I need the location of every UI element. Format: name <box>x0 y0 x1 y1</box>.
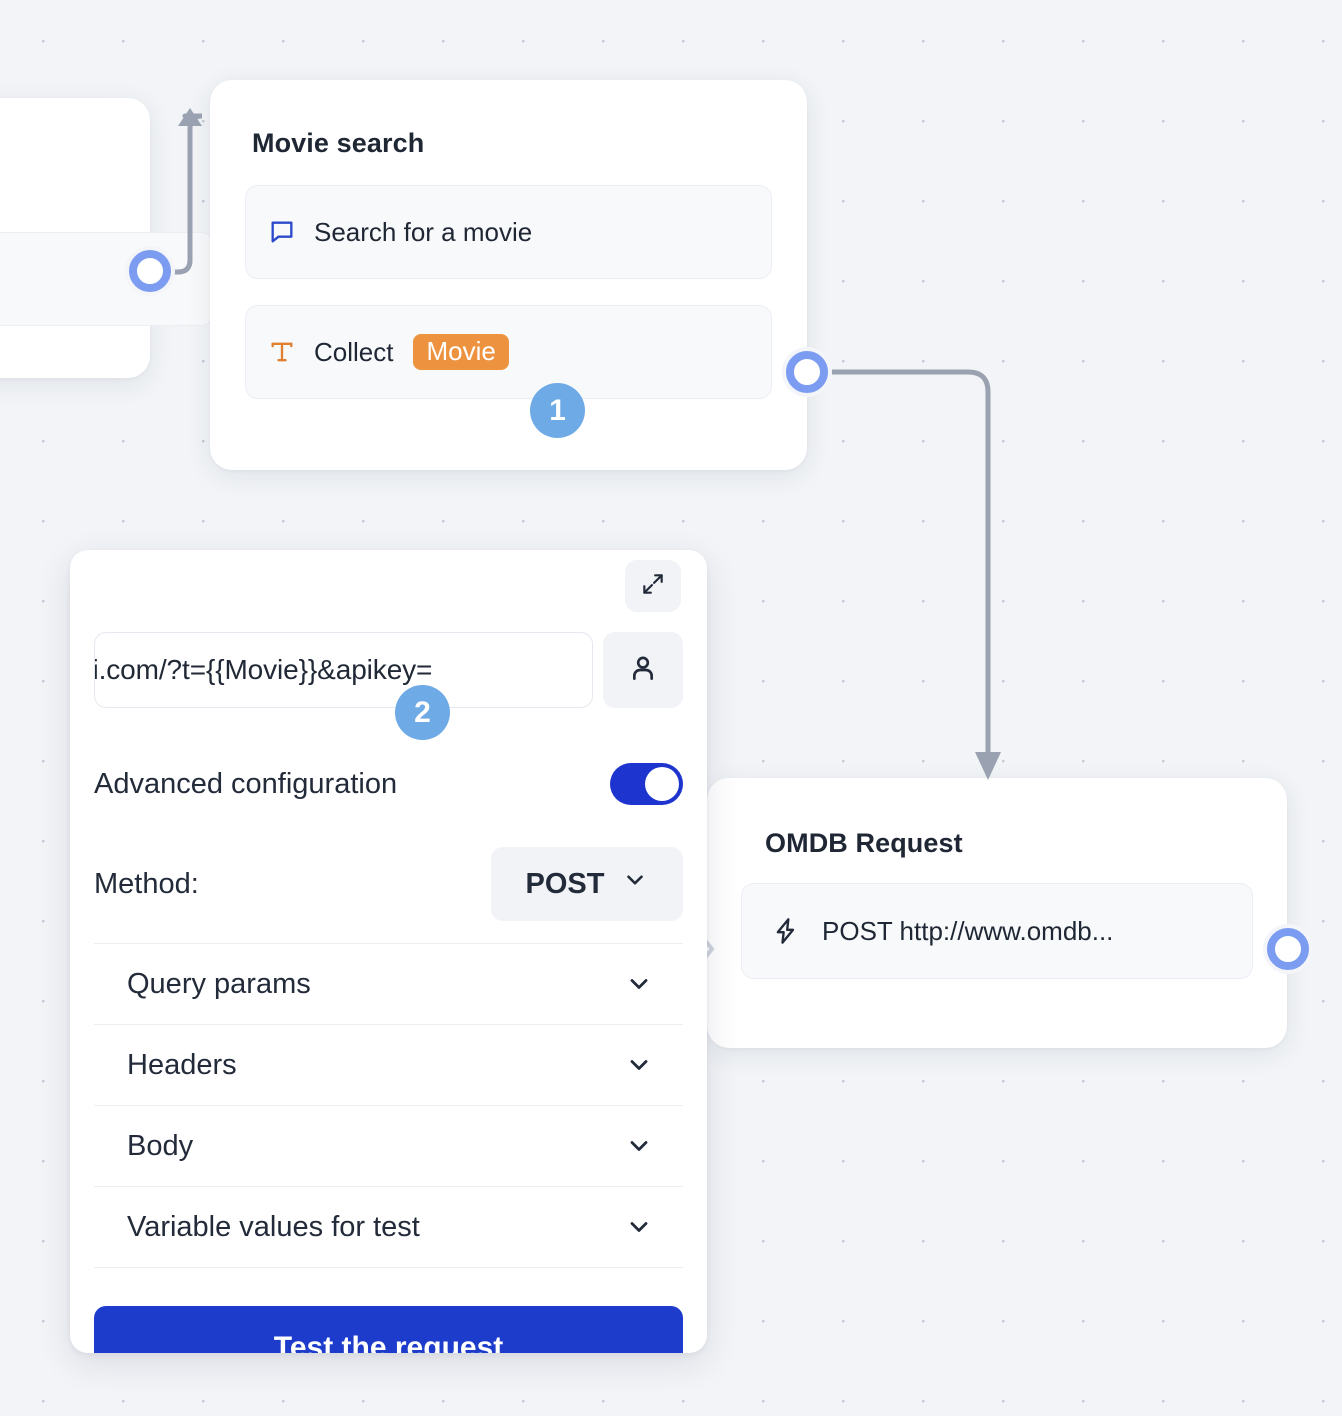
person-icon <box>627 652 659 689</box>
accordion-label: Body <box>127 1129 194 1162</box>
handle-movie-search-output[interactable] <box>782 347 832 397</box>
node-row-label: Collect <box>314 336 394 367</box>
accordion-variable-values-for-test[interactable]: Variable values for test <box>94 1187 683 1268</box>
node-partial-left-row[interactable] <box>0 232 214 326</box>
accordion-label: Headers <box>127 1048 237 1081</box>
method-select-value: POST <box>525 867 605 900</box>
chat-bubble-icon <box>268 218 296 246</box>
chevron-down-icon <box>625 1051 653 1079</box>
chevron-down-icon <box>622 867 648 901</box>
node-movie-search[interactable]: Movie search Search for a movie Collect … <box>210 80 807 470</box>
chevron-down-icon <box>625 1132 653 1160</box>
method-label: Method: <box>94 867 199 900</box>
node-movie-search-title: Movie search <box>252 128 425 158</box>
test-the-request-button[interactable]: Test the request <box>94 1306 683 1353</box>
accordion-headers[interactable]: Headers <box>94 1025 683 1106</box>
accordion-query-params[interactable]: Query params <box>94 944 683 1025</box>
node-row-label: POST http://www.omdb... <box>822 915 1114 946</box>
chevron-down-icon <box>625 1213 653 1241</box>
node-row-search-for-a-movie[interactable]: Search for a movie <box>245 185 772 279</box>
advanced-configuration-label: Advanced configuration <box>94 767 398 800</box>
node-omdb-request-title: OMDB Request <box>765 828 963 858</box>
accordion-label: Query params <box>127 967 311 1000</box>
node-partial-left[interactable] <box>0 98 214 378</box>
advanced-configuration-row[interactable]: Advanced configuration <box>94 763 683 805</box>
url-input-value: pi.com/?t={{Movie}}&apikey= <box>94 654 433 685</box>
node-omdb-request[interactable]: OMDB Request POST http://www.omdb... <box>707 778 1287 1048</box>
accordion-label: Variable values for test <box>127 1210 420 1243</box>
expand-diagonal-icon <box>640 571 666 602</box>
step-badge-2: 2 <box>395 685 450 740</box>
accordion-body[interactable]: Body <box>94 1106 683 1187</box>
chevron-down-icon <box>625 970 653 998</box>
text-format-icon <box>268 338 296 366</box>
node-row-label: Search for a movie <box>314 216 533 247</box>
node-row-post-request[interactable]: POST http://www.omdb... <box>741 883 1253 979</box>
method-select[interactable]: POST <box>491 847 683 921</box>
handle-left-node-output[interactable] <box>125 246 175 296</box>
node-row-collect-movie[interactable]: Collect Movie <box>245 305 772 399</box>
advanced-configuration-toggle[interactable] <box>610 763 683 805</box>
method-row: Method: POST <box>94 847 683 944</box>
expand-panel-button[interactable] <box>625 560 681 612</box>
url-input[interactable]: pi.com/?t={{Movie}}&apikey= <box>94 632 593 708</box>
handle-omdb-request-output[interactable] <box>1263 924 1313 974</box>
lightning-bolt-icon <box>772 916 800 946</box>
url-person-button[interactable] <box>603 632 683 708</box>
step-badge-1: 1 <box>530 383 585 438</box>
request-config-panel[interactable]: pi.com/?t={{Movie}}&apikey= Advanced con… <box>70 550 707 1353</box>
url-row[interactable]: pi.com/?t={{Movie}}&apikey= <box>94 632 683 708</box>
variable-chip-movie[interactable]: Movie <box>413 334 509 370</box>
